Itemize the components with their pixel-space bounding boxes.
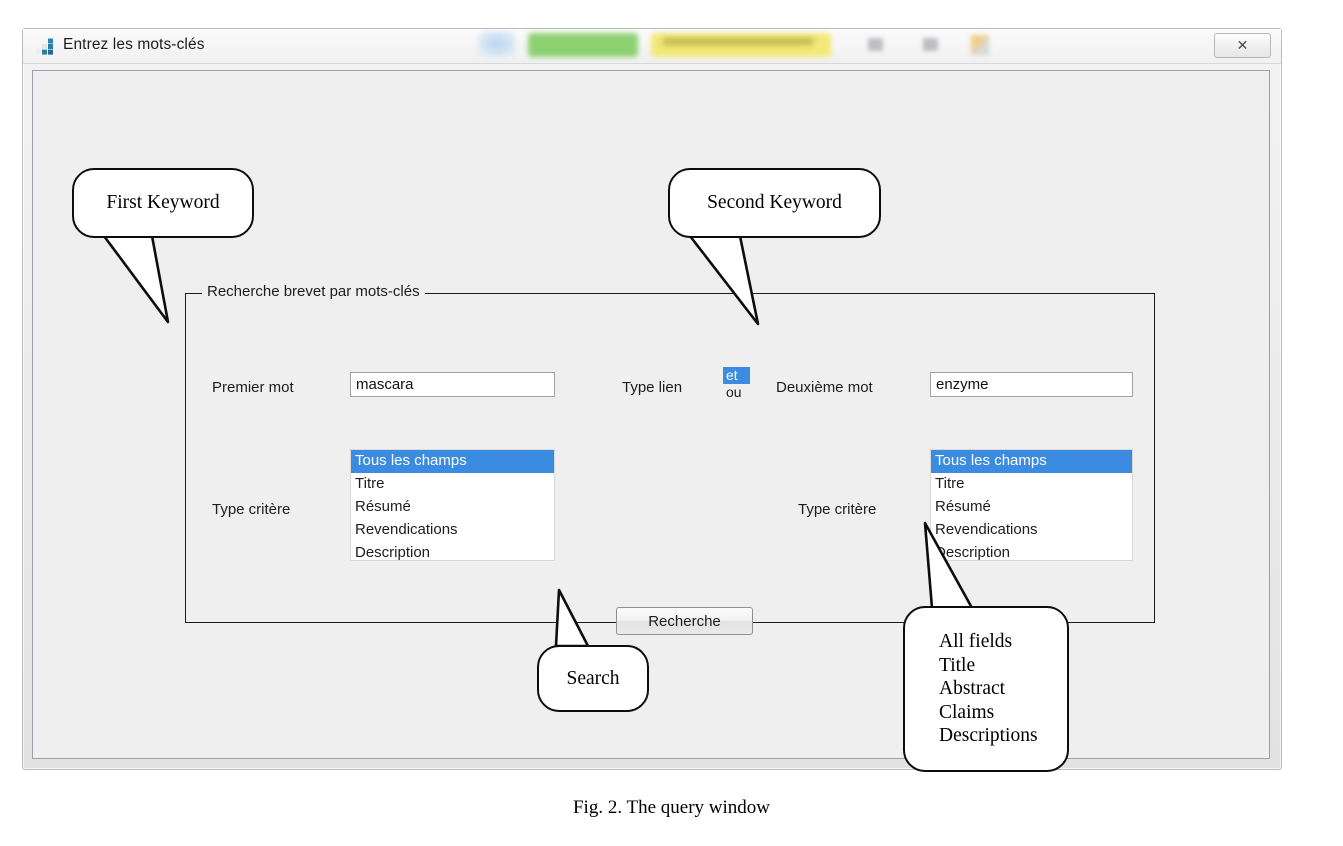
first-word-label: Premier mot: [212, 379, 294, 396]
criteria-label-left: Type critère: [212, 501, 291, 518]
translation-line: All fields: [939, 631, 1013, 652]
close-icon: ✕: [1236, 37, 1249, 54]
translation-line: Abstract: [939, 678, 1006, 699]
bar-chart-icon: [36, 38, 53, 55]
background-window-icon-one: [868, 38, 883, 51]
list-item[interactable]: Description: [355, 544, 431, 561]
translation-line: Title: [939, 654, 976, 676]
callout-search: Search: [537, 645, 649, 712]
close-button[interactable]: ✕: [1214, 33, 1271, 58]
link-type-label: Type lien: [622, 379, 683, 396]
callout-first-keyword: First Keyword: [72, 168, 254, 238]
list-item[interactable]: Titre: [355, 475, 385, 492]
link-option-ou[interactable]: ou: [726, 384, 742, 400]
second-word-input[interactable]: [930, 372, 1133, 397]
window-title: Entrez les mots-clés: [63, 36, 205, 53]
criteria-label-right: Type critère: [798, 501, 877, 518]
list-item[interactable]: Résumé: [935, 498, 991, 515]
link-option-et[interactable]: et: [723, 367, 750, 384]
groupbox-title: Recherche brevet par mots-clés: [202, 283, 425, 300]
title-bar[interactable]: Entrez les mots-clés ✕: [23, 29, 1281, 64]
list-item[interactable]: Tous les champs: [931, 450, 1132, 473]
criteria-listbox-right[interactable]: Tous les champs Titre Résumé Revendicati…: [930, 449, 1133, 561]
list-item[interactable]: Revendications: [935, 521, 1038, 538]
background-window-blue-icon: [478, 31, 516, 57]
search-button[interactable]: Recherche: [616, 607, 753, 635]
list-item[interactable]: Revendications: [355, 521, 458, 538]
link-type-listbox[interactable]: et ou: [723, 367, 750, 401]
second-word-label: Deuxième mot: [776, 379, 873, 396]
criteria-listbox-left[interactable]: Tous les champs Titre Résumé Revendicati…: [350, 449, 555, 561]
first-word-input[interactable]: [350, 372, 555, 397]
list-item[interactable]: Tous les champs: [351, 450, 554, 473]
list-item[interactable]: Titre: [935, 475, 965, 492]
callout-criteria-translation: All fields Title Abstract Claims Descrip…: [903, 606, 1069, 772]
background-window-green-block: [528, 33, 638, 57]
background-window-icon-three: [971, 35, 989, 55]
figure-caption: Fig. 2. The query window: [572, 797, 771, 818]
translation-line: Claims: [939, 701, 995, 723]
translation-line: Descriptions: [939, 725, 1038, 746]
background-window-icon-two: [923, 38, 938, 51]
list-item[interactable]: Résumé: [355, 498, 411, 515]
list-item[interactable]: Description: [935, 544, 1011, 561]
background-window-yellow-block: [651, 33, 831, 57]
keyword-search-groupbox: Recherche brevet par mots-clés Premier m…: [185, 283, 1155, 623]
callout-second-keyword: Second Keyword: [668, 168, 881, 238]
